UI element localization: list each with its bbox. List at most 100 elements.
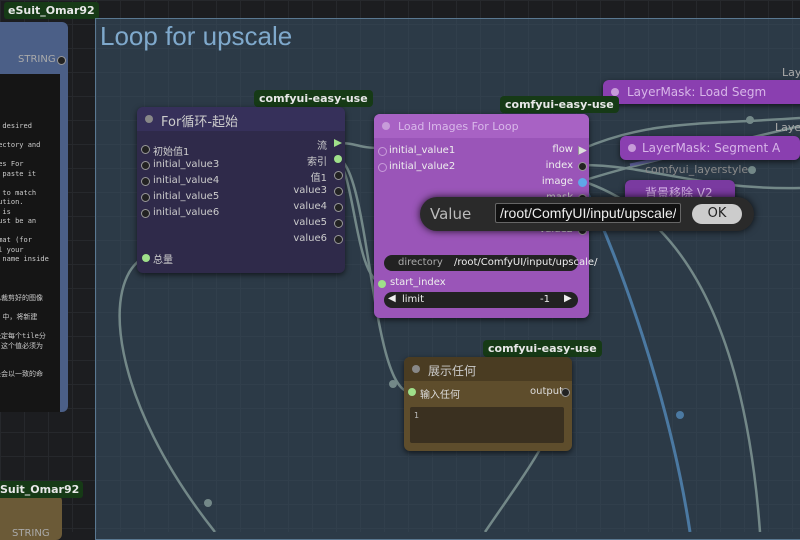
node-status-dot [145, 115, 153, 123]
show-textarea[interactable]: 1 [410, 407, 564, 443]
limit-decrement-icon[interactable]: ◀ [388, 293, 396, 304]
value-input[interactable] [495, 203, 681, 223]
left-node-text-line: rectory and [0, 141, 41, 149]
lay-top-title: Lay [782, 66, 800, 79]
left-node-text-line: lution. [0, 198, 24, 206]
load-output-label: flow [552, 144, 573, 155]
for-output-label: value5 [293, 217, 327, 228]
for-output-slot[interactable] [334, 235, 343, 244]
layerstyle-title: comfyui_layerstyle [645, 163, 749, 176]
show-node-header[interactable] [404, 357, 572, 381]
bottom-left-output-label: STRING [12, 528, 50, 539]
left-node-output-label: STRING [18, 54, 56, 65]
for-input-slot[interactable] [141, 161, 150, 170]
for-output-slot[interactable] [334, 155, 342, 163]
left-node-text-line: 是会以一致的命 [0, 370, 43, 378]
for-output-label: 索引 [307, 157, 327, 168]
node-status-dot [382, 122, 390, 130]
load-input-label: initial_value1 [389, 145, 456, 156]
for-input-slot[interactable] [141, 209, 150, 218]
load-output-label: image [541, 176, 573, 187]
show-output-label: output [530, 386, 563, 397]
limit-label: limit [402, 294, 424, 305]
layer-mask-segment-node[interactable]: LayerMask: Segment A [620, 136, 800, 160]
for-input-slot[interactable] [141, 193, 150, 202]
for-output-label: value3 [293, 185, 327, 196]
left-node-text-line: P is [0, 207, 11, 216]
left-node-text-line: ll your [0, 245, 24, 254]
bg-removal-node[interactable]: 背景移除 V2 [625, 180, 735, 202]
for-input-slot[interactable] [141, 177, 150, 186]
total-input-slot[interactable] [142, 254, 150, 262]
for-output-slot[interactable] [334, 139, 342, 147]
left-node-text-line: n desired [0, 122, 32, 130]
show-output-slot[interactable] [561, 388, 570, 397]
for-input-label: initial_value3 [153, 159, 220, 170]
layer-right-title: Layer [775, 121, 800, 134]
for-node-header[interactable] [137, 107, 345, 131]
left-node-textarea[interactable]: n desired rectory and ges Ford paste it g t… [0, 74, 60, 412]
for-output-slot[interactable] [334, 203, 343, 212]
layer-mask-load-title: LayerMask: Load Segm [627, 85, 767, 99]
start-index-slot[interactable] [378, 280, 386, 288]
limit-increment-icon[interactable]: ▶ [564, 293, 572, 304]
left-node-text-line: ges For [0, 160, 24, 168]
left-node-output-slot[interactable] [57, 56, 66, 65]
left-node-text-line: g to match [0, 188, 37, 197]
directory-value: /root/ComfyUI/input/upscale/ [454, 257, 598, 268]
show-input-slot[interactable] [408, 388, 416, 396]
load-output-slot[interactable] [578, 178, 587, 187]
for-output-label: 值1 [310, 173, 327, 184]
bottom-left-node-badge: Suit_Omar92 [0, 481, 84, 498]
node-status-dot [628, 144, 636, 152]
for-input-label: initial_value4 [153, 175, 220, 186]
bottom-left-node[interactable]: Suit_Omar92 STRING [0, 481, 84, 540]
ok-button[interactable]: OK [692, 204, 742, 224]
show-any-node[interactable]: 展示任何 输入任何 output 1 [404, 357, 572, 451]
limit-value: -1 [540, 294, 550, 305]
show-text-value: 1 [414, 411, 420, 420]
load-input-slot[interactable] [378, 163, 387, 172]
directory-widget[interactable]: directory /root/ComfyUI/input/upscale/ [384, 255, 597, 271]
for-output-slot[interactable] [334, 187, 343, 196]
load-output-label: index [545, 160, 573, 171]
left-node-text-line: 。这个值必须为 [0, 341, 43, 350]
for-output-label: value4 [293, 201, 327, 212]
node-status-dot [611, 88, 619, 96]
left-node-text-line: t name inside [0, 255, 49, 263]
load-output-slot[interactable] [578, 162, 587, 171]
left-node-text-line: 决定每个tile分 [0, 332, 46, 340]
layer-mask-segment-title: LayerMask: Segment A [642, 141, 781, 155]
bg-removal-title: 背景移除 V2 [645, 186, 713, 200]
group-title: Loop for upscale [100, 21, 293, 51]
for-input-slot[interactable] [141, 145, 150, 154]
left-node-text-line: rmat (for [0, 236, 32, 244]
load-node-badge: comfyui-easy-use [500, 96, 619, 113]
value-prompt-label: Value [430, 205, 472, 223]
total-label: 总量 [153, 255, 173, 266]
limit-widget[interactable]: ◀ limit -1 ▶ [384, 292, 578, 308]
show-node-title: 展示任何 [428, 364, 477, 378]
left-string-node[interactable]: eSuit_Omar92 STRING n desired rectory and… [0, 2, 99, 412]
start-index-label: start_index [390, 277, 446, 288]
for-output-slot[interactable] [334, 219, 343, 228]
show-node-badge: comfyui-easy-use [483, 340, 602, 357]
load-input-slot[interactable] [378, 147, 387, 156]
for-input-label: 初始值1 [153, 147, 190, 158]
load-node-header[interactable] [374, 114, 589, 138]
load-output-slot[interactable] [578, 146, 587, 155]
load-input-label: initial_value2 [389, 161, 456, 172]
left-node-text-line: 已裁剪好的图像 [0, 294, 43, 302]
left-node-badge: eSuit_Omar92 [4, 2, 99, 19]
load-node-title: Load Images For Loop [398, 120, 519, 133]
left-node-text-line: d paste it [0, 169, 37, 178]
layer-mask-load-node[interactable]: LayerMask: Load Segm [603, 80, 800, 104]
left-node-text-line: must be an [0, 217, 37, 225]
directory-label: directory [398, 257, 443, 268]
value-prompt-dialog[interactable]: Value OK [420, 197, 754, 231]
for-output-slot[interactable] [334, 171, 343, 180]
show-input-label: 输入任何 [420, 390, 460, 401]
for-node-badge: comfyui-easy-use [254, 90, 373, 107]
for-input-label: initial_value6 [153, 207, 220, 218]
